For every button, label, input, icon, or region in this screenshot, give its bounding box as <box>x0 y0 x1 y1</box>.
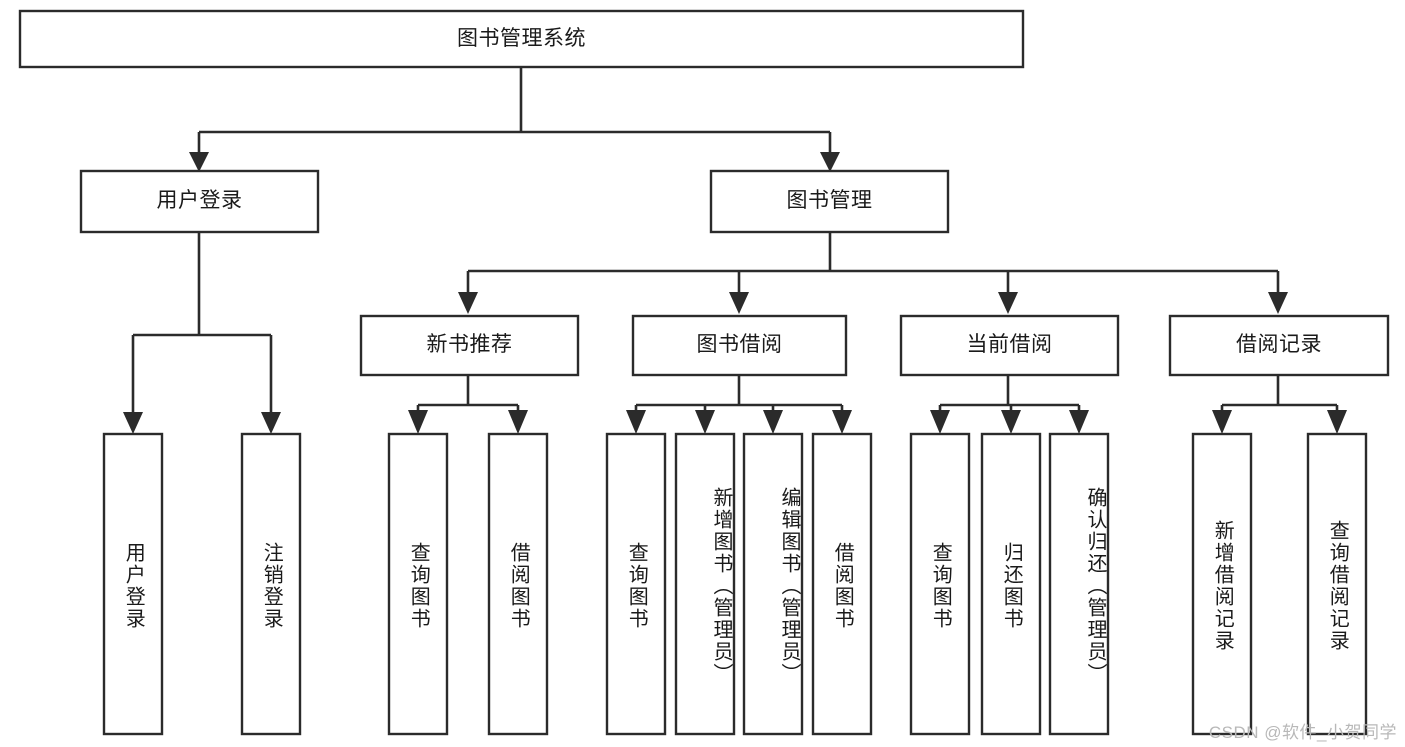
leaf-box-user-login-1[interactable] <box>240 432 302 736</box>
node-box-book-manage[interactable] <box>709 169 950 234</box>
node-box-user-login[interactable] <box>79 169 320 234</box>
node-box-root[interactable] <box>18 9 1025 69</box>
arrow-head-leaf-record-1 <box>1327 410 1347 434</box>
arrow-head-current <box>998 292 1018 314</box>
arrow-head-leaf-borrow-2 <box>763 410 783 434</box>
leaf-box-book-borrow-3[interactable] <box>811 432 873 736</box>
arrow-head-leaf-user-login-0 <box>123 412 143 434</box>
leaf-box-current-borrow-2[interactable] <box>1048 432 1110 736</box>
arrow-head-leaf-record-0 <box>1212 410 1232 434</box>
leaf-box-book-borrow-0[interactable] <box>605 432 667 736</box>
node-box-borrow-record[interactable] <box>1168 314 1390 377</box>
leaf-box-book-borrow-1[interactable] <box>674 432 736 736</box>
arrow-head-leaf-user-login-1 <box>261 412 281 434</box>
arrow-head-new-book <box>458 292 478 314</box>
arrow-head-leaf-borrow-1 <box>695 410 715 434</box>
leaf-box-borrow-record-1[interactable] <box>1306 432 1368 736</box>
leaf-box-book-borrow-2[interactable] <box>742 432 804 736</box>
arrow-head-leaf-current-0 <box>930 410 950 434</box>
arrow-head-borrow <box>729 292 749 314</box>
leaf-box-new-book-1[interactable] <box>487 432 549 736</box>
node-box-new-book-recommend[interactable] <box>359 314 580 377</box>
leaf-box-current-borrow-0[interactable] <box>909 432 971 736</box>
arrow-head-leaf-borrow-3 <box>832 410 852 434</box>
arrow-head-leaf-new-book-1 <box>508 410 528 434</box>
watermark-text: CSDN @软件_小贺同学 <box>1208 723 1397 742</box>
leaf-box-current-borrow-1[interactable] <box>980 432 1042 736</box>
arrow-head-book-manage <box>820 152 840 172</box>
arrow-head-record <box>1268 292 1288 314</box>
arrow-head-leaf-current-2 <box>1069 410 1089 434</box>
arrow-head-user-login <box>189 152 209 172</box>
node-box-current-borrow[interactable] <box>899 314 1120 377</box>
node-box-book-borrow[interactable] <box>631 314 848 377</box>
arrow-head-leaf-new-book-0 <box>408 410 428 434</box>
arrow-head-leaf-current-1 <box>1001 410 1021 434</box>
leaf-box-user-login-0[interactable] <box>102 432 164 736</box>
leaf-box-borrow-record-0[interactable] <box>1191 432 1253 736</box>
arrow-head-leaf-borrow-0 <box>626 410 646 434</box>
leaf-box-new-book-0[interactable] <box>387 432 449 736</box>
